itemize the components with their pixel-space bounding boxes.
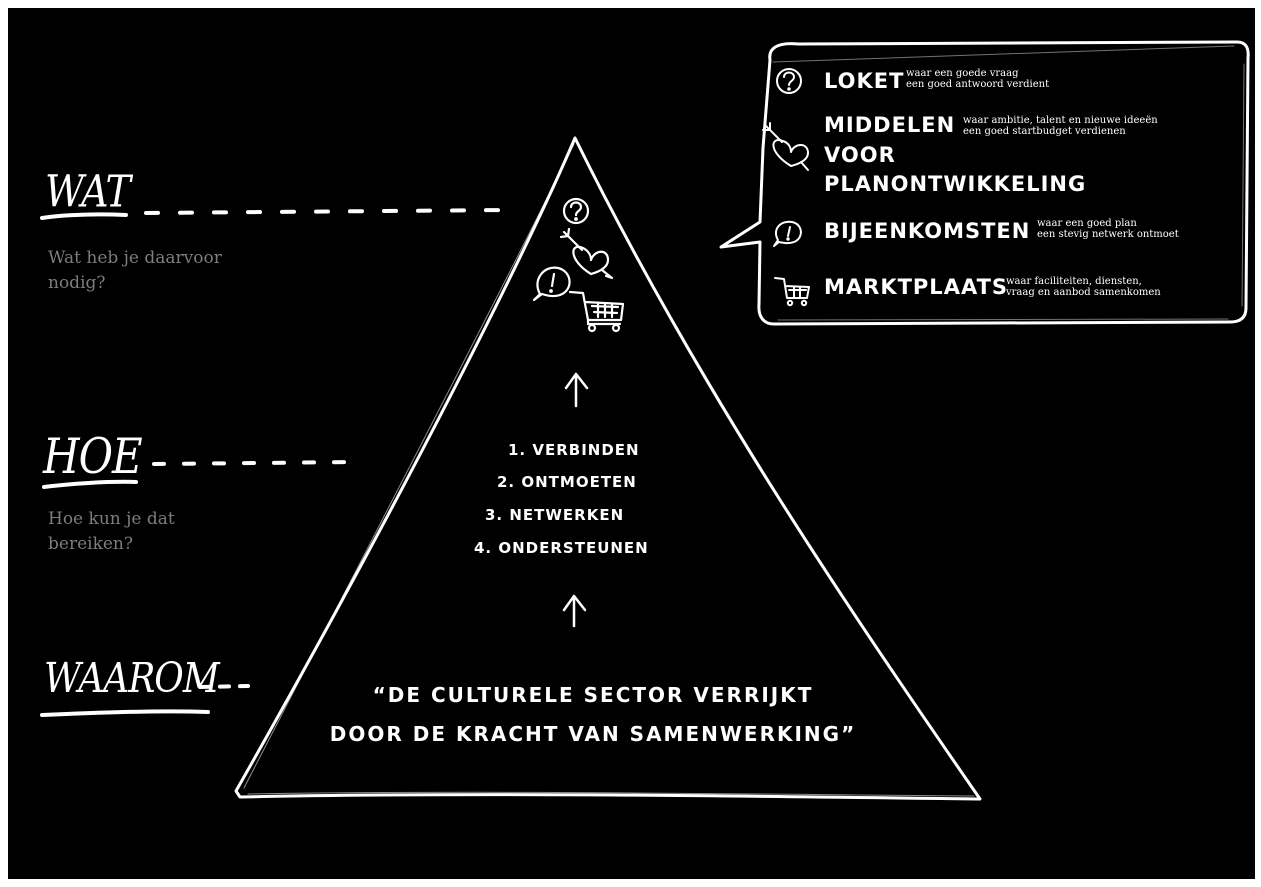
mission-quote-line2: DOOR DE KRACHT VAN SAMENWERKING”	[329, 722, 857, 746]
arrow-up-icon-bottom	[562, 594, 587, 628]
question-mark-icon	[562, 197, 590, 225]
legend-bubble	[719, 40, 1250, 326]
step-netwerken: 3. NETWERKEN	[485, 506, 625, 524]
hoe-label: HOE	[43, 428, 143, 485]
waarom-dash-line	[198, 684, 250, 689]
legend-desc-middelen-2: een goed startbudget verdienen	[963, 126, 1126, 137]
wat-question: Wat heb je daarvoor nodig?	[48, 248, 222, 293]
mission-quote-line1: “DE CULTURELE SECTOR VERRIJKT	[372, 683, 814, 707]
legend-title-middelen-1: MIDDELEN	[824, 113, 956, 137]
legend-title-middelen-2: VOOR	[824, 143, 896, 167]
wat-underline	[40, 212, 128, 220]
legend-desc-bijeenkomsten-2: een stevig netwerk ontmoet	[1037, 229, 1179, 240]
step-verbinden: 1. VERBINDEN	[508, 441, 640, 459]
legend-desc-marktplaats-2: vraag en aanbod samenkomen	[1006, 287, 1161, 298]
legend-title-bijeenkomsten: BIJEENKOMSTEN	[824, 219, 1031, 243]
legend-title-middelen-3: PLANONTWIKKELING	[824, 172, 1087, 196]
hoe-dash-line	[152, 460, 360, 466]
waarom-underline	[40, 709, 210, 717]
pyramid-outline	[234, 136, 982, 801]
heart-arrow-icon	[559, 227, 614, 280]
legend-shopping-cart-icon	[774, 277, 810, 307]
legend-question-mark-icon	[776, 68, 802, 94]
step-ondersteunen: 4. ONDERSTEUNEN	[474, 539, 649, 557]
chalkboard: WAT Wat heb je daarvoor nodig? HOE Hoe k…	[8, 8, 1255, 879]
legend-title-loket: LOKET	[824, 69, 905, 93]
legend-title-marktplaats: MARKTPLAATS	[824, 275, 1009, 299]
legend-desc-loket-2: een goed antwoord verdient	[906, 79, 1050, 90]
step-ontmoeten: 2. ONTMOETEN	[497, 473, 637, 491]
legend-desc-marktplaats-1: waar faciliteiten, diensten,	[1006, 276, 1142, 287]
hoe-underline	[42, 479, 138, 489]
legend-desc-middelen-1: waar ambitie, talent en nieuwe ideeën	[963, 115, 1158, 126]
arrow-up-icon-top	[564, 372, 589, 408]
legend-exclamation-bubble-icon	[773, 220, 802, 247]
legend-desc-loket-1: waar een goede vraag	[906, 68, 1019, 79]
exclamation-bubble-icon	[532, 266, 571, 302]
legend-desc-bijeenkomsten-1: waar een goed plan	[1037, 218, 1137, 229]
wat-dash-line	[144, 208, 510, 215]
hoe-question: Hoe kun je dat bereiken?	[48, 509, 175, 554]
shopping-cart-icon	[568, 290, 625, 333]
pyramid-outline-sketch	[243, 143, 977, 797]
wat-label: WAT	[45, 166, 131, 217]
waarom-label: WAAROM	[44, 655, 220, 703]
legend-heart-arrow-icon	[762, 122, 809, 171]
diagram-drawing	[40, 40, 1250, 801]
